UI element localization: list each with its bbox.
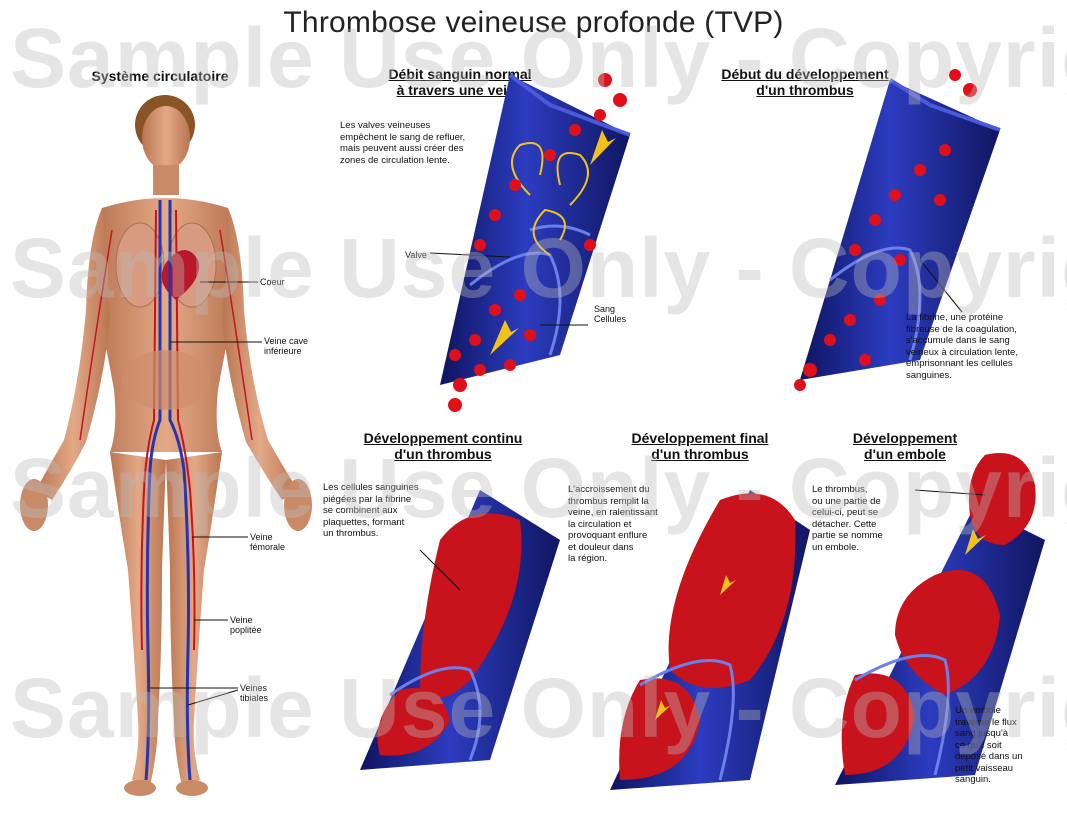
label-sang-cellules: SangCellules bbox=[594, 304, 626, 324]
vein-panel-4-illustration bbox=[600, 480, 820, 800]
label-veine-poplitee: Veinepoplitée bbox=[230, 615, 262, 635]
panel-4-heading: Développement finald'un thrombus bbox=[600, 430, 800, 462]
panel-3-heading: Développement continud'un thrombus bbox=[338, 430, 548, 462]
label-veines-tibiales: Veinestibiales bbox=[240, 683, 268, 703]
body-panel-heading: Système circulatoire bbox=[60, 68, 260, 84]
panel-1-leader-lines bbox=[400, 55, 660, 415]
panel-3-leader-line bbox=[330, 480, 570, 780]
label-valve: Valve bbox=[405, 250, 427, 260]
panel-5-text-2: Un emboletraverse le flux sang jusqu'àce… bbox=[955, 705, 1065, 786]
body-leader-lines bbox=[0, 90, 330, 810]
page-title: Thrombose veineuse profonde (TVP) bbox=[0, 6, 1067, 40]
label-veine-cave: Veine caveinférieure bbox=[264, 336, 308, 356]
label-veine-femorale: Veinefémorale bbox=[250, 532, 285, 552]
panel-2-text: La fibrine, une protéinefibreuse de la c… bbox=[906, 312, 1066, 381]
label-coeur: Coeur bbox=[260, 277, 285, 287]
